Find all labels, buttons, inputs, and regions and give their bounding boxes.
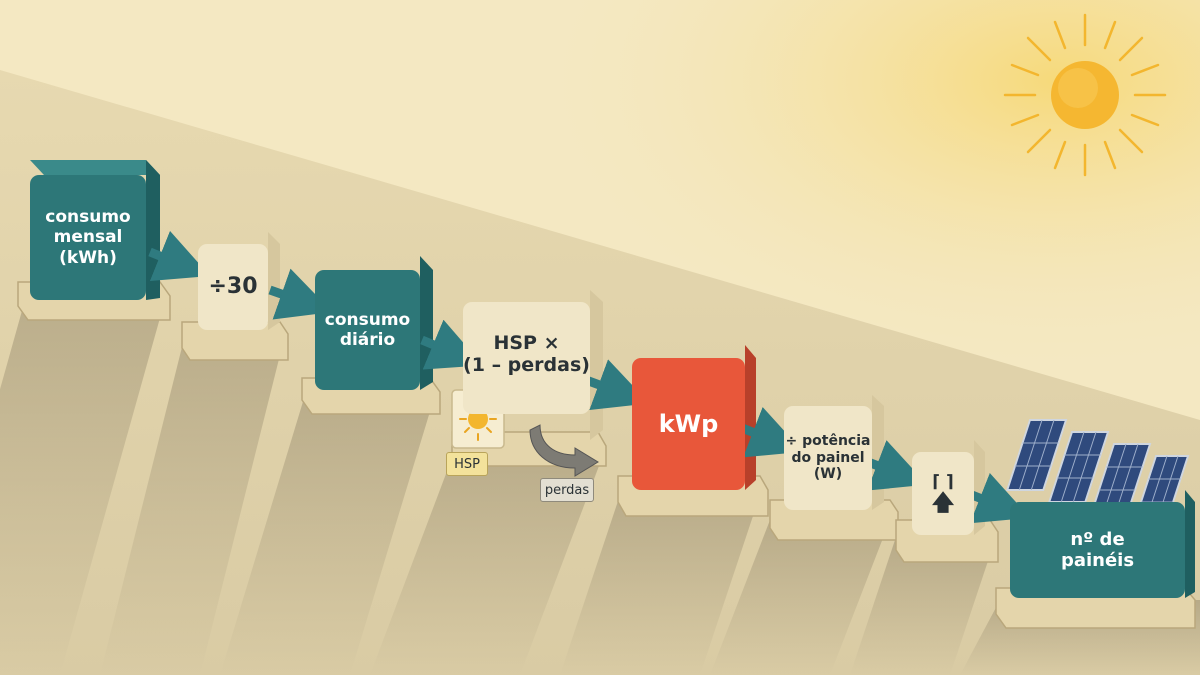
sun-icon — [1003, 13, 1167, 177]
block-consumo-mensal: consumo mensal (kWh) — [30, 175, 146, 300]
block-potencia-painel: ÷ potência do painel (W) — [784, 406, 872, 510]
arrow-right-icon — [969, 472, 1031, 524]
shadows — [0, 300, 1200, 675]
block-ceiling: ⌈ ⌉ 🡅 — [912, 452, 974, 535]
flow-arrows — [148, 230, 1031, 524]
arrow-right-icon — [584, 359, 650, 411]
shadow-hsp — [370, 450, 605, 675]
tag-perdas: perdas — [540, 478, 594, 502]
tag-hsp: HSP — [446, 452, 488, 476]
shadow-potencia — [710, 520, 890, 675]
block-n-paineis: nº de painéis — [1010, 502, 1185, 598]
shadow-div30 — [100, 335, 285, 675]
block-div30: ÷30 — [198, 244, 268, 330]
block-kwp: kWp — [632, 358, 745, 490]
arrow-right-icon — [148, 230, 211, 282]
shadow-consumo-mensal — [0, 300, 165, 675]
arrow-up-icon: 🡅 — [931, 490, 955, 516]
arrow-right-icon — [866, 440, 928, 491]
block-consumo-diario: consumo diário — [315, 270, 420, 390]
arrow-right-icon — [740, 407, 804, 458]
shadow-consumo-diario — [220, 395, 435, 675]
block-hsp-perdas: HSP × (1 – perdas) — [463, 302, 590, 414]
arrow-right-icon — [268, 268, 333, 320]
shadow-kwp — [560, 495, 760, 675]
ceiling-label: ⌈ ⌉ — [932, 472, 954, 493]
shadow-ceiling — [850, 540, 995, 675]
curved-arrow-icon — [529, 424, 599, 477]
arrow-right-icon — [420, 319, 483, 370]
